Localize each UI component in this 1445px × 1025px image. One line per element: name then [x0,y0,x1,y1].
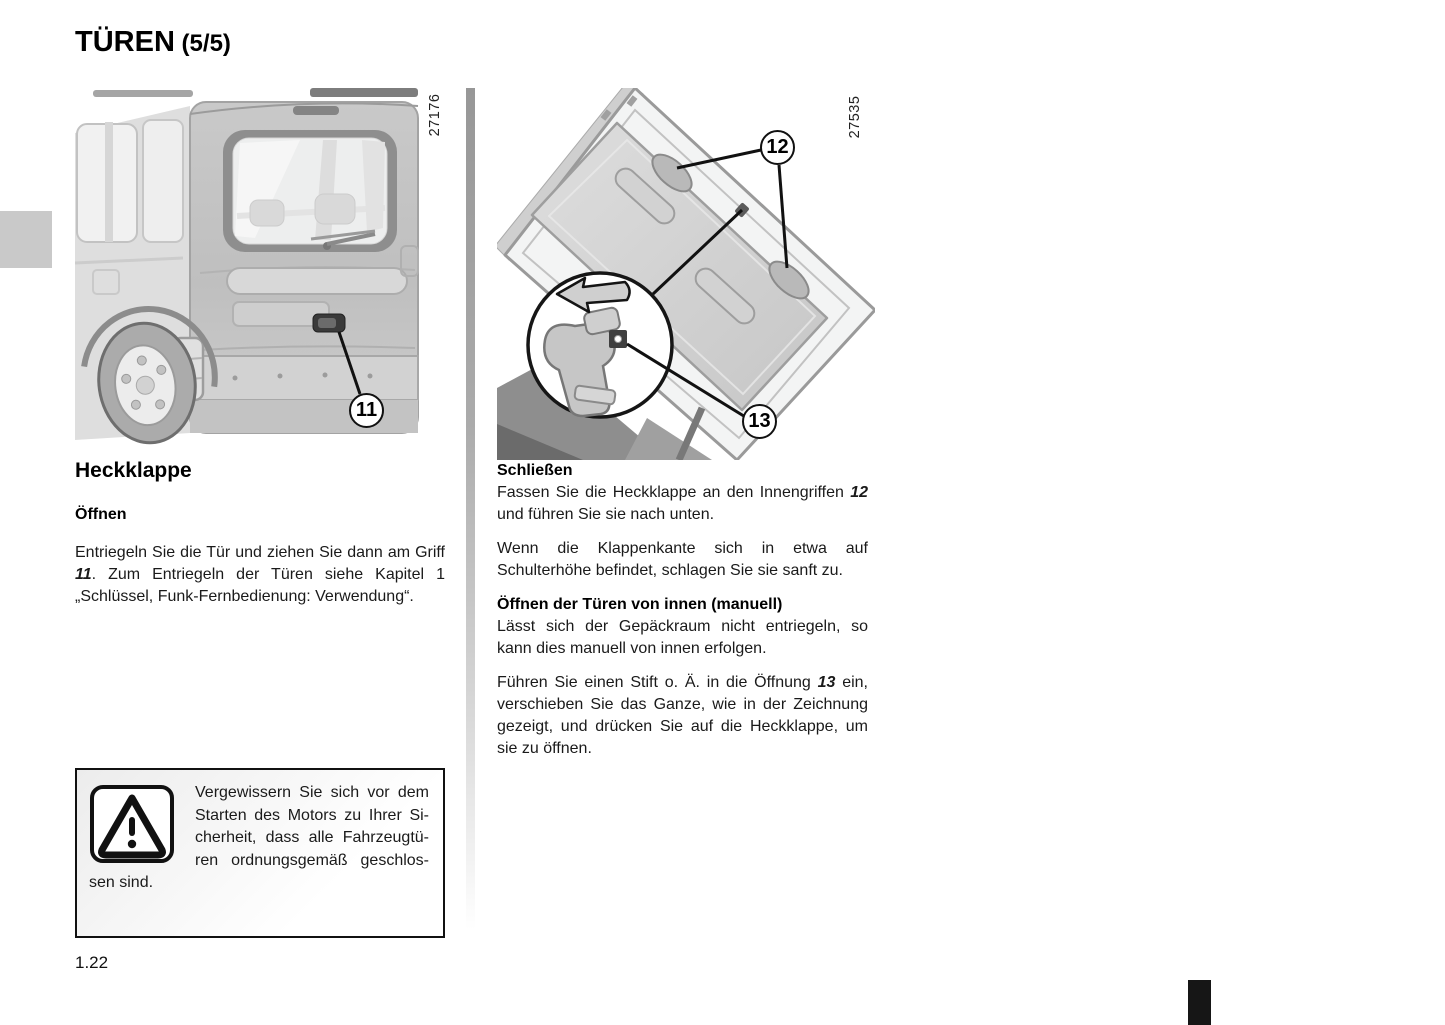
bumper [189,355,419,401]
warning-text: Vergewissern Sie sich vor dem Starten de… [89,784,429,891]
inner-paragraph-1: Lässt sich der Gepäckraum nicht entriege… [497,618,868,657]
roof-rail-right [310,88,418,97]
wheel-arch [81,306,218,388]
close-paragraph-2: Wenn die Klappenkante sich in etwa auf S… [497,540,868,579]
magnifier-link-line [651,208,744,296]
taillight-right [400,245,419,277]
callout-line-13 [626,342,748,420]
left-text-column: Heckklappe Öffnen Entriegeln Sie die Tür… [75,458,445,620]
inner-open-heading: Öffnen der Türen von innen (manuell) [497,596,783,613]
column-divider [466,88,475,930]
roof-rail-left [93,90,193,97]
warning-triangle-icon [90,785,174,863]
callout-11-badge: 11 [349,393,384,428]
page-title: TÜREN (5/5) [75,26,231,59]
tailgate-interior-drawing [494,81,877,462]
inner-grip [768,260,810,300]
figure-tailgate-exterior: 27176 11 [74,88,470,455]
page-number: 1.22 [75,953,109,972]
section-tab-marker [0,211,52,268]
brake-light [293,106,339,115]
callout-line-12b [777,164,789,269]
section-heading: Heckklappe [75,459,192,482]
open-heading: Öffnen [75,506,127,523]
corner-index-tab [1188,980,1211,1025]
rear-wheel [81,306,218,445]
inner-paragraph-2: Führen Sie einen Stift o. Ä. in die Öffn… [497,674,868,757]
lock-magnifier [526,271,674,419]
warning-box: Vergewissern Sie sich vor dem Starten de… [75,768,445,938]
figure-tailgate-interior: 27535 12 13 [494,81,877,462]
headrest [249,199,285,227]
headrest [314,193,356,225]
callout-13-badge: 13 [742,404,777,439]
right-text-column: Schließen Fassen Sie die Heckklappe an d… [497,460,868,772]
handle-recess [226,267,408,295]
callout-line-12a [676,148,762,170]
page-title-main: TÜREN [75,26,175,58]
panel-rib [694,267,756,325]
inner-trim-panel [530,121,829,412]
rear-window [223,130,397,252]
open-paragraph: Entriegeln Sie die Tür und ziehen Sie da… [75,544,445,605]
callout-12-badge: 12 [760,130,795,165]
slide-arrow-icon [555,276,631,314]
page-title-suffix: (5/5) [174,30,231,57]
wiper-arm [326,232,376,246]
panel-rib [614,167,676,225]
figure-number-left: 27176 [427,93,443,137]
tailgate-exterior-drawing [74,88,419,445]
figure-number-right: 27535 [847,95,863,139]
close-heading: Schließen [497,462,573,479]
close-paragraph-1: Fassen Sie die Heckklappe an den Innen­g… [497,484,868,523]
callout-line-11 [337,331,362,395]
inner-grip [651,153,693,193]
